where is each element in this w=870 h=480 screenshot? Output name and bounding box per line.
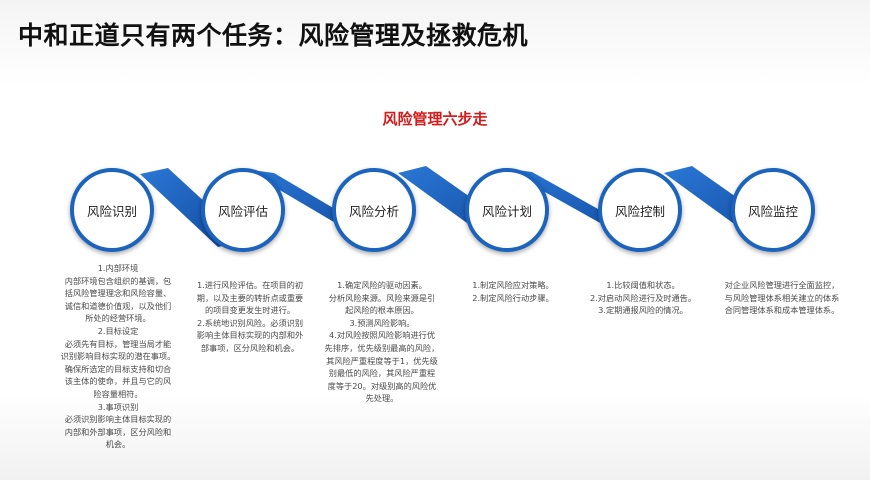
step-label: 风险评估 bbox=[217, 203, 268, 219]
step-2-description: 1.进行风险评估。在项目的初 期，以及主要的转折点或重要 的项目变更发生时进行。… bbox=[188, 279, 312, 355]
description-line: 2.系统地识别风险。必须识别 bbox=[196, 317, 304, 328]
page-title: 中和正道只有两个任务：风险管理及拯救危机 bbox=[18, 21, 529, 50]
description-line: 其风险严重程度等于1，优先级 bbox=[326, 355, 438, 366]
description-line: 影响主体目标实现的内部和外 bbox=[196, 330, 304, 341]
step-label: 风险识别 bbox=[86, 203, 137, 219]
description-line: 3.定期通报风险的情况。 bbox=[598, 305, 688, 316]
step-4-description: 1.制定风险应对策略。 2.制定风险行动步骤。 bbox=[452, 279, 574, 304]
description-line: 内部和外部事项，区分风险和 bbox=[64, 426, 172, 437]
step-label: 风险控制 bbox=[614, 203, 665, 219]
description-line: 3.事项识别 bbox=[97, 401, 139, 412]
description-line: 与风险管理体系相关建立的体系 bbox=[724, 292, 840, 303]
description-line: 必须识别影响主体目标实现的 bbox=[64, 414, 172, 425]
description-line: 必须先有目标，管理当局才能 bbox=[64, 338, 172, 349]
step-6-description: 对企业风险管理进行全面监控， 与风险管理体系相关建立的体系 合同管理体系和成本管… bbox=[712, 279, 852, 317]
description-line: 机会。 bbox=[105, 439, 131, 450]
description-line: 先排序，优先级别最高的风险， bbox=[324, 342, 440, 353]
description-line: 的项目变更发生时进行。 bbox=[204, 305, 296, 316]
description-line: 1.确定风险的驱动因素。 bbox=[337, 280, 427, 290]
description-line: 部事项，区分风险和机会。 bbox=[200, 342, 300, 353]
step-risk-monitoring: 风险监控 bbox=[731, 168, 815, 252]
step-risk-identification: 风险识别 bbox=[70, 168, 154, 252]
description-line: 期，以及主要的转折点或重要 bbox=[196, 292, 304, 303]
description-line: 括风险管理理念和风险容量、 bbox=[64, 288, 172, 299]
step-risk-analysis: 风险分析 bbox=[332, 168, 416, 252]
step-risk-control: 风险控制 bbox=[598, 168, 682, 252]
diagram-subtitle: 风险管理六步走 bbox=[382, 110, 488, 128]
description-line: 该主体的使命，并且与它的风 bbox=[64, 376, 172, 387]
step-risk-planning: 风险计划 bbox=[465, 168, 549, 252]
step-1-description: 1.内部环境 内部环境包含组织的基调，包 括风险管理理念和风险容量、 诚信和道德… bbox=[56, 262, 180, 451]
step-risk-assessment: 风险评估 bbox=[201, 168, 285, 252]
description-line: 合同管理体系和成本管理体系。 bbox=[724, 305, 840, 316]
description-line: 3.预测风险影响。 bbox=[349, 317, 415, 328]
description-line: 2.对启动风险进行及时通告。 bbox=[589, 292, 697, 303]
step-5-description: 1.比较阈值和状态。 2.对启动风险进行及时通告。 3.定期通报风险的情况。 bbox=[580, 279, 706, 317]
description-line: 先处理。 bbox=[365, 393, 399, 404]
description-line: 所处的经营环境。 bbox=[85, 313, 151, 324]
description-line: 2.制定风险行动步骤。 bbox=[472, 292, 554, 303]
description-line: 4.对风险按照风险影响进行优 bbox=[328, 330, 436, 341]
description-line: 1.进行风险评估。在项目的初 bbox=[196, 280, 304, 290]
description-line: 2.目标设定 bbox=[97, 325, 139, 336]
description-line: 诚信和道德价值观，以及他们 bbox=[64, 300, 172, 311]
description-line: 1.制定风险应对策略。 bbox=[472, 280, 554, 290]
description-line: 对企业风险管理进行全面监控， bbox=[724, 280, 840, 290]
description-line: 险容量相符。 bbox=[93, 388, 143, 399]
description-line: 识别影响目标实现的潜在事项。 bbox=[60, 351, 176, 362]
description-line: 1.内部环境 bbox=[97, 263, 139, 273]
step-label: 风险计划 bbox=[481, 203, 532, 219]
description-line: 度等于20。对级别高的风险优 bbox=[327, 380, 437, 391]
step-label: 风险分析 bbox=[348, 203, 399, 219]
description-line: 确保所选定的目标支持和切合 bbox=[64, 363, 172, 374]
description-line: 内部环境包含组织的基调，包 bbox=[64, 275, 172, 286]
description-line: 分析风险来源。风险来源是引 bbox=[328, 292, 436, 303]
step-label: 风险监控 bbox=[747, 203, 798, 219]
description-line: 1.比较阈值和状态。 bbox=[606, 280, 680, 290]
description-line: 别最低的风险，其风险严重程 bbox=[328, 368, 436, 379]
step-3-description: 1.确定风险的驱动因素。 分析风险来源。风险来源是引 起风险的根本原因。 3.预… bbox=[318, 279, 446, 405]
description-line: 起风险的根本原因。 bbox=[345, 305, 419, 316]
